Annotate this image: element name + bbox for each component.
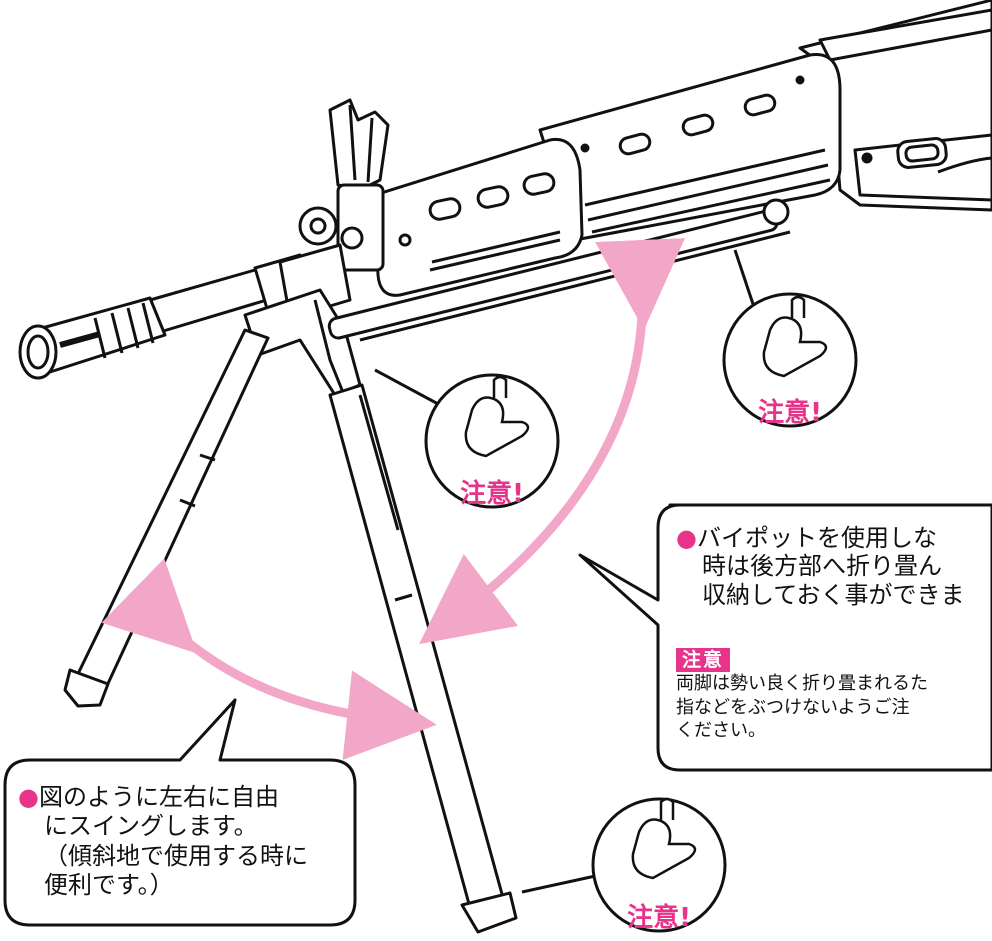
fold-arrow [419, 238, 686, 645]
callout-left-line-4: 便利です。） [44, 870, 174, 899]
bipod-leg-left [63, 328, 270, 708]
callout-right-box [578, 503, 992, 772]
warning-line-2: 指などをぶつけないようご注 [676, 696, 910, 718]
swing-arrow [101, 558, 437, 761]
callout-left-line-2: にスイングします。 [44, 812, 258, 841]
caution-badge-3 [521, 797, 727, 933]
caution-badge-2 [374, 368, 560, 509]
callout-left-line-1: 図のように左右に自由 [38, 783, 279, 811]
callout-left-box [3, 698, 357, 927]
bullet-dot-left: ● [18, 783, 39, 811]
caution-badge-1 [722, 249, 858, 428]
warning-tag: 注意 [676, 648, 731, 672]
callout-right-line-2: 時は後方部へ折り畳ん [702, 552, 942, 581]
callout-right-line-3: 収納しておく事ができま [702, 580, 965, 609]
callout-left-text: ●図のように左右に自由 にスイングします。 （傾斜地で使用する時に 便利です。） [18, 783, 308, 900]
receiver [798, 0, 992, 212]
caution-label-3: 注意! [627, 903, 691, 933]
callout-right-line-1: バイポットを使用しな [696, 524, 937, 552]
warning-line-1: 両脚は勢い良く折り畳まれるた [676, 673, 928, 695]
warning-line-3: ください。 [676, 720, 766, 742]
handguard-rear [538, 52, 842, 242]
bullet-dot: ● [676, 524, 697, 552]
callout-right-warning: 注意 両脚は勢い良く折り畳まれるた 指などをぶつけないようご注 ください。 [676, 648, 928, 743]
front-sight [298, 98, 390, 272]
caution-label-1: 注意! [758, 398, 822, 428]
callout-left-line-3: （傾斜地で使用する時に [44, 841, 308, 870]
callout-right-text: ●バイポットを使用しな 時は後方部へ折り畳ん 収納しておく事ができま [676, 524, 965, 609]
muzzle [18, 296, 167, 380]
caution-label-2: 注意! [460, 479, 524, 509]
